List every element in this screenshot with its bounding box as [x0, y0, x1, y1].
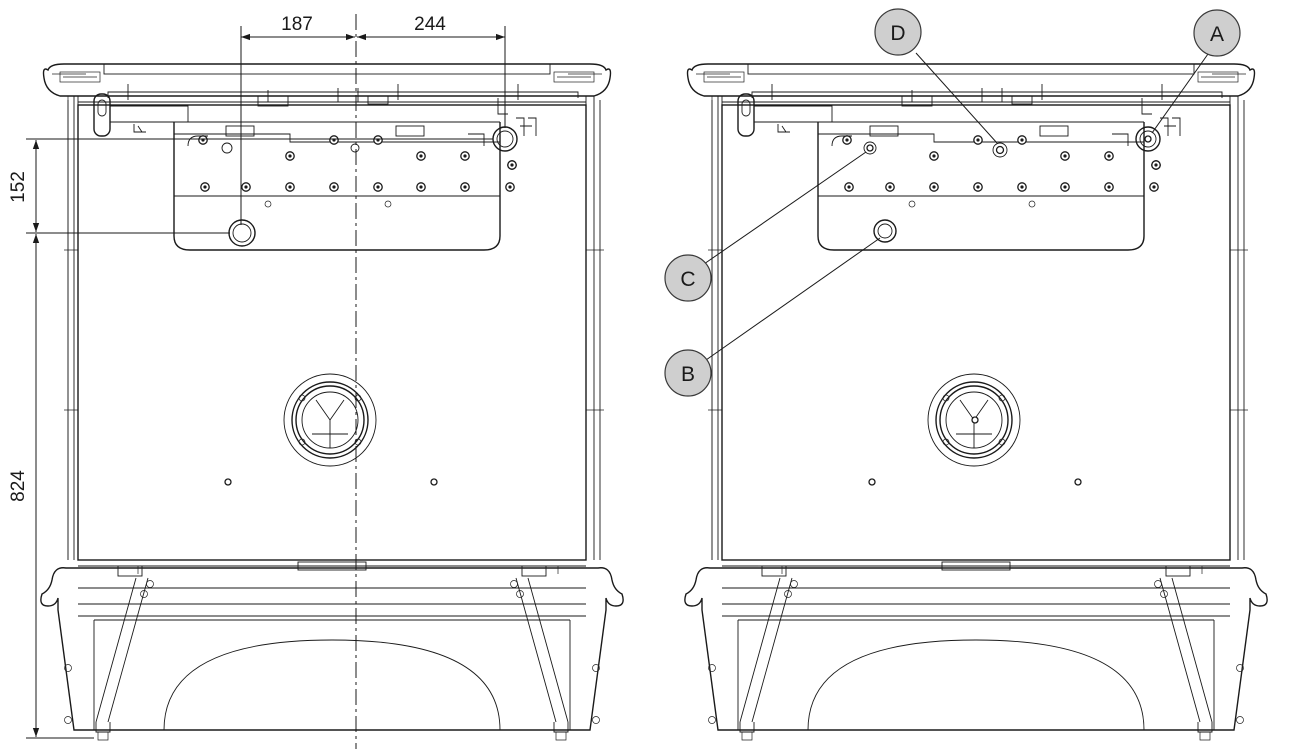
- callout-c: C: [664, 254, 712, 302]
- connection-b: [873, 219, 897, 243]
- plate-bolt-center: [419, 185, 423, 189]
- right-plate-bolts: [842, 135, 1161, 192]
- plate-bolt-center: [976, 185, 980, 189]
- right-stove-view: [684, 63, 1268, 741]
- plate-bolt-center: [845, 138, 849, 142]
- plate-bolt-center: [1020, 138, 1024, 142]
- plate-bolt-center: [288, 154, 292, 158]
- plate-bolt-center: [888, 185, 892, 189]
- plate-bolt-center: [510, 163, 514, 167]
- plate-bolt-center: [508, 185, 512, 189]
- callout-d: D: [874, 8, 922, 56]
- callout-a: A: [1193, 9, 1241, 57]
- svg-text:B: B: [681, 363, 695, 386]
- plate-bolt-center: [1107, 185, 1111, 189]
- leader-a: [1151, 53, 1209, 134]
- connection-c: [863, 141, 877, 155]
- left-plate-bolts: [198, 135, 517, 192]
- plate-bolt-center: [847, 185, 851, 189]
- plate-bolt-center: [419, 154, 423, 158]
- dimension-label-152: 152: [8, 171, 29, 203]
- plate-bolt-center: [376, 185, 380, 189]
- svg-text:D: D: [890, 22, 905, 45]
- dimension-label-824: 824: [8, 470, 29, 502]
- leader-c: [703, 151, 867, 265]
- plate-bolt-center: [463, 154, 467, 158]
- plate-bolt-center: [244, 185, 248, 189]
- plate-bolt-center: [932, 185, 936, 189]
- plate-bolt-center: [932, 154, 936, 158]
- plate-bolt-center: [976, 138, 980, 142]
- dimension-label-187: 187: [281, 14, 313, 35]
- plate-bolt-center: [288, 185, 292, 189]
- svg-text:A: A: [1210, 23, 1224, 46]
- connection-d: [992, 142, 1008, 158]
- svg-text:C: C: [680, 268, 695, 291]
- plate-bolt-center: [1152, 185, 1156, 189]
- dimension-label-244: 244: [414, 14, 446, 35]
- left-stove-view: [40, 63, 624, 741]
- plate-bolt-center: [463, 185, 467, 189]
- leader-d: [915, 52, 998, 144]
- leader-b: [705, 237, 881, 361]
- plate-bolt-center: [1063, 185, 1067, 189]
- plate-bolt-center: [203, 185, 207, 189]
- plate-bolt-center: [1020, 185, 1024, 189]
- plate-bolt-center: [1107, 154, 1111, 158]
- connection-a: [1135, 126, 1161, 152]
- plate-bolt-center: [1063, 154, 1067, 158]
- plate-bolt-center: [332, 185, 336, 189]
- left-outlet-lower-left: [232, 223, 252, 243]
- callout-b: B: [664, 349, 712, 397]
- plate-bolt-center: [1154, 163, 1158, 167]
